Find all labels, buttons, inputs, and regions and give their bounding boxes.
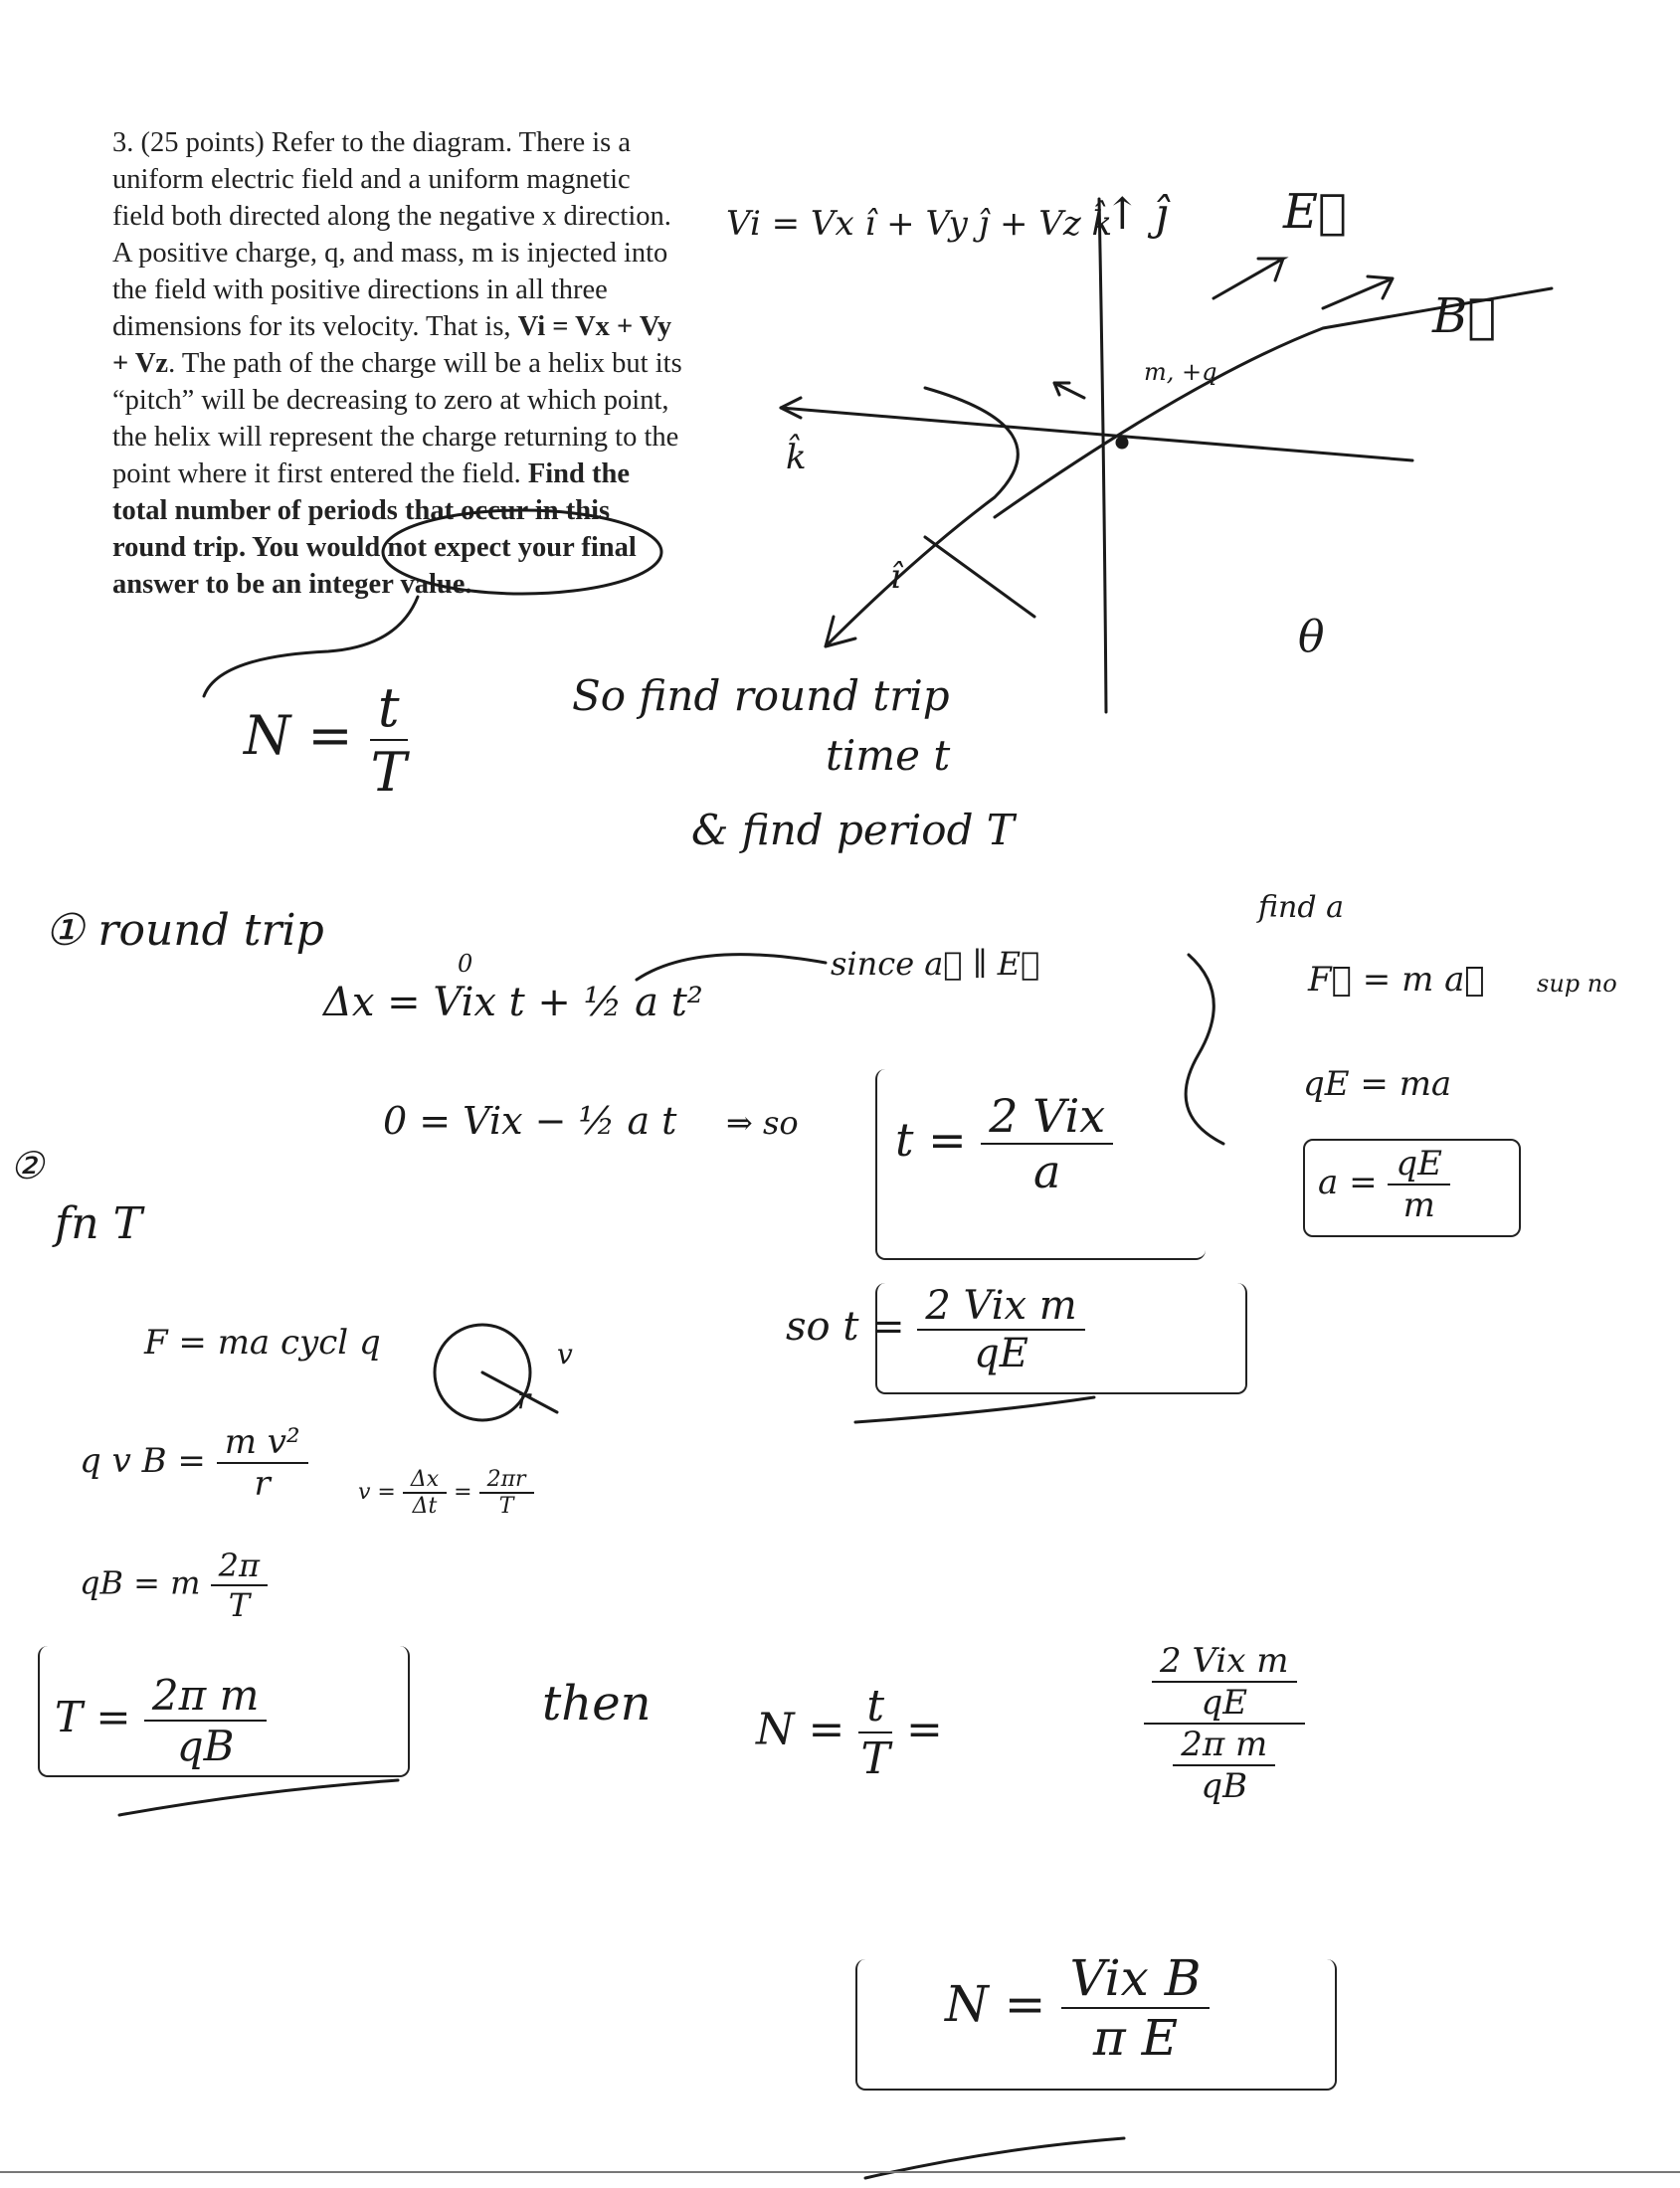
k-arrow: [779, 396, 803, 420]
a-box: [1303, 1139, 1521, 1237]
page-edge: [0, 2171, 1680, 2173]
connector-curve: [635, 953, 828, 982]
y-axis: [1097, 197, 1108, 714]
annotation-curve: [202, 595, 420, 698]
velocity-vector-label: v: [557, 1338, 573, 1370]
radius-label: r: [517, 1382, 531, 1415]
orbit-circle: [433, 1323, 532, 1422]
problem-number: 3.: [112, 127, 134, 158]
b-arrow: [1321, 274, 1395, 310]
underline-n: [863, 2136, 1126, 2180]
zero-note: 0: [458, 950, 473, 978]
theta-label: θ: [1298, 612, 1325, 662]
separator-line: [117, 1778, 400, 1817]
helix-curve: [824, 386, 1020, 648]
fma-vector: F⃗ = m a⃗: [1308, 960, 1485, 1000]
underline-t: [853, 1395, 1096, 1424]
q-arrow: [1052, 381, 1086, 400]
t2-box: [875, 1283, 1247, 1394]
T-box: [38, 1646, 410, 1777]
velocity-equation: Vi = Vx + Vy + Vz: [112, 311, 672, 379]
e-arrow: [1212, 257, 1289, 300]
velocity-label: Vi = Vx î + Vy ĵ + Vz k̂: [726, 204, 1113, 244]
annotation-ellipse: [381, 508, 663, 596]
radius-line: [480, 1370, 559, 1414]
fma-cyclotron: F = ma cycl q: [144, 1323, 381, 1363]
k-axis-label: k̂: [786, 438, 807, 477]
problem-text-2: . The path of the charge will be a helix…: [112, 348, 682, 489]
problem-text: Refer to the diagram. There is a uniform…: [112, 127, 671, 342]
problem-question: Find the total number of periods that oc…: [112, 458, 637, 600]
b-field-label: B⃗: [1432, 288, 1497, 344]
step1-title: ① round trip: [45, 905, 324, 956]
charge-dot: [1115, 436, 1129, 450]
implies-so: ⇒ so: [726, 1104, 799, 1142]
problem-statement: 3. (25 points) Refer to the diagram. The…: [112, 124, 689, 603]
since-note: since a⃗ ∥ E⃗: [831, 945, 1040, 983]
e-field-label: E⃗: [1283, 184, 1347, 240]
problem-points: (25 points): [140, 127, 265, 158]
j-axis-label: ↑ ĵ: [1104, 189, 1169, 240]
kinematics-eq-2: 0 = Vix − ½ a t: [383, 1099, 677, 1143]
i-arrow: [824, 615, 857, 648]
step2-title: fn T: [55, 1198, 142, 1249]
i-axis-label: î: [890, 557, 901, 597]
sup-note: sup no: [1537, 970, 1617, 998]
then-label: then: [542, 1676, 652, 1732]
find-a-label: find a: [1258, 890, 1344, 925]
answer-box: [855, 1959, 1337, 2091]
field-line: [993, 286, 1554, 519]
charge-label: m, +q: [1144, 358, 1217, 386]
t-box: [875, 1069, 1206, 1260]
kinematics-eq-1: Δx = Vix t + ½ a t²: [323, 980, 703, 1025]
plan-line-3: & find period T: [691, 806, 1015, 854]
brace: [1184, 953, 1225, 1146]
x-axis-line: [923, 535, 1036, 619]
plan-line-1: So find round trip: [572, 671, 950, 720]
step2-number: ②: [10, 1144, 45, 1187]
z-axis: [779, 406, 1414, 462]
qe-ma: qE = ma: [1303, 1064, 1452, 1104]
plan-line-2: time t: [826, 731, 951, 780]
